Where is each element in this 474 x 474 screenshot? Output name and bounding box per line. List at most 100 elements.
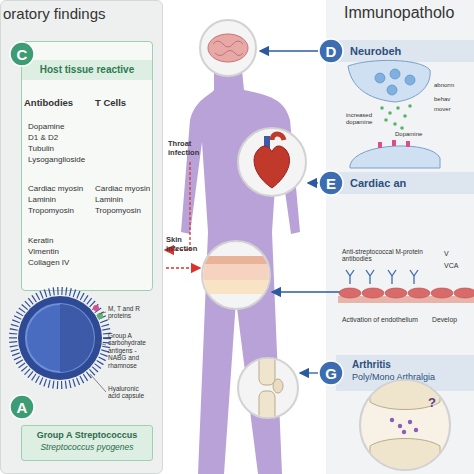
column-heading: T Cells [95,98,126,109]
part-label: Activation of endothelium [342,316,418,324]
torso-shape [181,70,300,474]
joint-circle [360,380,450,470]
skin-circle [202,241,270,309]
skin-layer [200,264,272,280]
bacterium-capsule [18,296,102,380]
antigen-item: Cardiac myosin [95,184,150,193]
bacterium-pili [13,291,107,385]
tibia-shape [259,391,275,423]
antigen-item: Laminin [28,195,56,204]
postsynaptic-membrane [350,146,440,168]
patella-shape [273,379,283,393]
part-label: abnorm [434,82,454,89]
t-protein-dot [97,313,103,319]
presynaptic-terminal [348,60,430,102]
femur-shape [259,355,275,385]
antigen-item: Collagen IV [28,258,69,267]
m-protein-dot [93,305,99,311]
skin-layer [200,256,272,264]
antigen-item: Vimentin [28,247,59,256]
part-label: Hyaluronic acid capsule [108,385,152,400]
joint-detail [370,380,440,470]
heart-circle [238,128,306,196]
pointer-arrow [260,50,318,51]
panel-badge: A [9,394,35,420]
pointer-arrow [308,182,318,183]
badge-shape [10,395,34,419]
body-silhouette [181,28,300,474]
antibody-shapes [346,270,418,284]
panel-badge: E [318,170,344,196]
part-label: Group A carbohydrate antigens - NABG and… [108,332,156,369]
question-mark: ? [428,396,436,411]
part-label: behav [434,96,450,103]
part-label: V [444,250,449,258]
skin-layers [200,256,272,294]
node-subtext: Poly/Mono Arthralgia [336,372,474,382]
column-heading: Antibodies [24,98,73,109]
vesicles [375,69,415,95]
badge-shape [319,171,343,195]
aorta-shape [272,134,284,140]
badge-letter: D [318,38,344,64]
panel-badge: D [318,38,344,64]
knee-circle [238,358,298,418]
brain-circle [200,20,256,76]
node-heading: Neurobeh [336,40,474,62]
node-heading: oratory findings [3,5,106,22]
leader-line [99,312,106,314]
panel-badge: G [318,360,344,386]
badge-shape [319,39,343,63]
antigen-item: D1 & D2 [28,133,58,142]
badge-letter: C [9,41,35,67]
badge-shape [10,42,34,66]
leader-line [90,374,106,392]
part-label: VCA [444,262,458,270]
antigen-item: Cardiac myosin [28,184,83,193]
pointer-arrow [300,372,318,373]
route-label: Throat infection [168,140,208,157]
part-label: increased dopamine [346,112,382,126]
findings-panel: oratory findingsCHost tissue reactiveA Gr… [0,0,163,474]
antigen-item: Tropomyosin [95,206,141,215]
node-heading: Immunopatholo [344,4,454,22]
part-label: Anti-streptococcal M-protein antibodies [342,248,432,263]
node-heading: Cardiac an [336,172,474,194]
antigen-item: Laminin [95,195,123,204]
node-heading: Host tissue reactive [22,60,152,80]
bone-end [370,439,440,471]
head-shape [206,28,250,72]
section-band: ArthritisPoly/Mono Arthralgia [336,355,474,391]
pointer-arrow [272,291,342,292]
part-label: M, T and R proteins [108,305,150,320]
badge-letter: G [318,360,344,386]
route-label: Skin infection [166,236,204,253]
antigen-item: Tropomyosin [28,206,74,215]
skin-layer [200,280,272,294]
receptors [378,140,410,148]
section-band: Cardiac an [336,172,474,194]
pathology-panel: ImmunopatholoDNeurobehECardiac anGArthri… [326,0,474,474]
heart-shape [254,146,289,188]
organism-band: Group A StreptococcusStreptococcus pyoge… [21,425,153,461]
knee-bones [259,355,283,423]
part-label: Dopamine [395,131,422,138]
badge-letter: E [318,170,344,196]
endothelial-cells [339,288,474,298]
badge-shape [319,361,343,385]
endothelium-base [338,296,474,303]
antigen-item: Dopamine [28,122,64,131]
antigen-item: Lysoganglioside [28,155,85,164]
antigen-item: Tubulin [28,144,54,153]
inflammatory-cells [390,418,418,434]
bacterium-wall [26,304,94,372]
antigen-item: Keratin [28,236,53,245]
brain-folds [213,41,243,56]
leader-line [94,342,106,345]
node-heading: Arthritis [336,359,474,370]
section-band: Neurobeh [336,40,474,62]
node-heading: Group A Streptococcus [22,430,152,440]
badge-letter: A [9,394,35,420]
